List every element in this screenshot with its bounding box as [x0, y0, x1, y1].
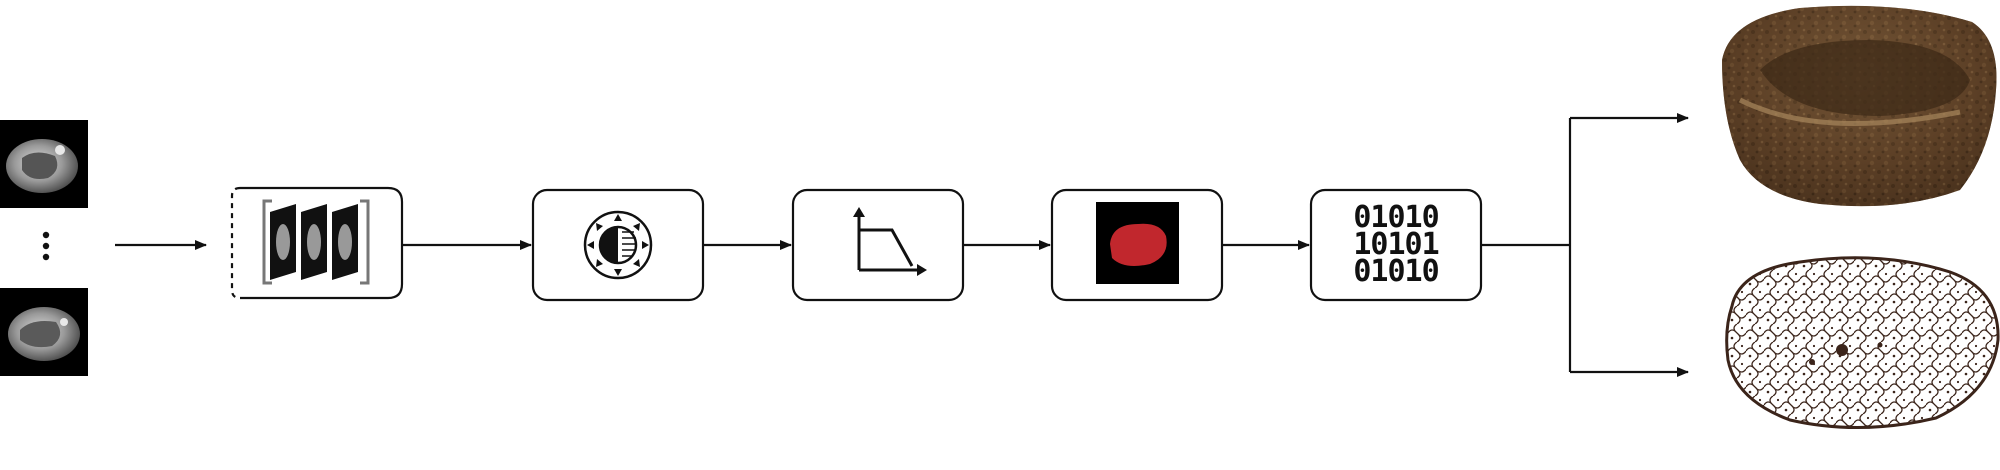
- output-render-solid: [1722, 5, 1997, 207]
- segmentation-mask-icon: [1096, 202, 1179, 284]
- binary-line-1: 01010: [1353, 200, 1438, 235]
- ellipsis-dots: [42, 231, 50, 261]
- segmentation-mask-node: [1050, 188, 1224, 302]
- output-render-porous: [1725, 256, 2000, 430]
- threshold-node: [791, 188, 965, 302]
- binary-data-icon: 01010 10101 01010: [1353, 200, 1439, 289]
- edge-branch: [1481, 113, 1689, 377]
- binary-line-3: 01010: [1353, 254, 1438, 289]
- contrast-adjust-node: [531, 188, 705, 302]
- image-stack-icon: [262, 199, 370, 285]
- binary-conversion-node: 01010 10101 01010: [1309, 188, 1483, 302]
- binary-line-2: 10101: [1353, 227, 1438, 262]
- brightness-contrast-icon: [583, 210, 653, 280]
- threshold-curve-icon: [853, 207, 927, 276]
- input-scan-bottom: [0, 288, 88, 376]
- input-scan-top: [0, 120, 88, 208]
- slice-stack-node: [230, 186, 404, 300]
